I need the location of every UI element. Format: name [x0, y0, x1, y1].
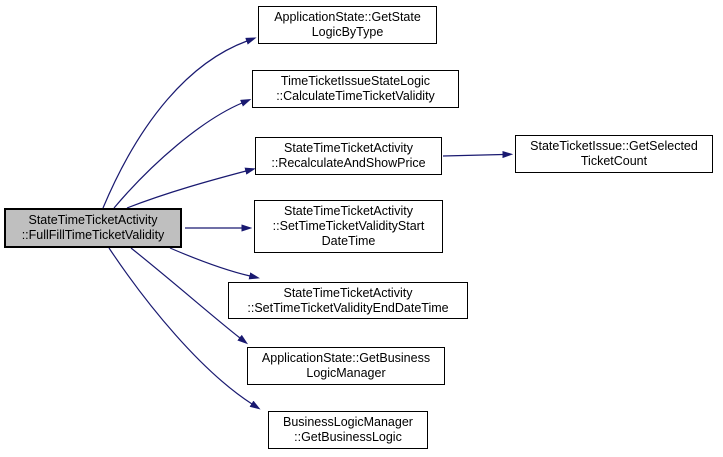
- node-get-state-logic-by-type[interactable]: ApplicationState::GetState LogicByType: [258, 6, 437, 44]
- edge-main-to-get-business-logic: [108, 247, 261, 410]
- node-fullfill-time-ticket-validity: StateTimeTicketActivity ::FullFillTimeTi…: [4, 208, 182, 248]
- node-get-selected-ticket-count[interactable]: StateTicketIssue::GetSelected TicketCoun…: [515, 135, 713, 173]
- node-calculate-time-ticket-validity[interactable]: TimeTicketIssueStateLogic ::CalculateTim…: [252, 70, 459, 108]
- node-set-time-ticket-validity-end-date-time[interactable]: StateTimeTicketActivity ::SetTimeTicketV…: [228, 282, 468, 319]
- edge-main-to-set-validity-end: [169, 247, 260, 280]
- edge-main-to-get-business-logic-manager: [130, 247, 249, 345]
- node-recalculate-and-show-price[interactable]: StateTimeTicketActivity ::RecalculateAnd…: [255, 137, 442, 175]
- edge-recalculate-to-get-selected-ticket-count: [442, 150, 514, 159]
- edge-main-to-recalculate-and-show-price: [126, 167, 256, 209]
- node-set-time-ticket-validity-start-date-time[interactable]: StateTimeTicketActivity ::SetTimeTicketV…: [254, 200, 443, 253]
- node-get-business-logic-manager[interactable]: ApplicationState::GetBusiness LogicManag…: [247, 347, 445, 385]
- node-get-business-logic[interactable]: BusinessLogicManager ::GetBusinessLogic: [268, 411, 428, 449]
- edge-main-to-get-state-logic-by-type: [102, 37, 257, 209]
- edge-main-to-calculate-time-ticket-validity: [113, 99, 252, 209]
